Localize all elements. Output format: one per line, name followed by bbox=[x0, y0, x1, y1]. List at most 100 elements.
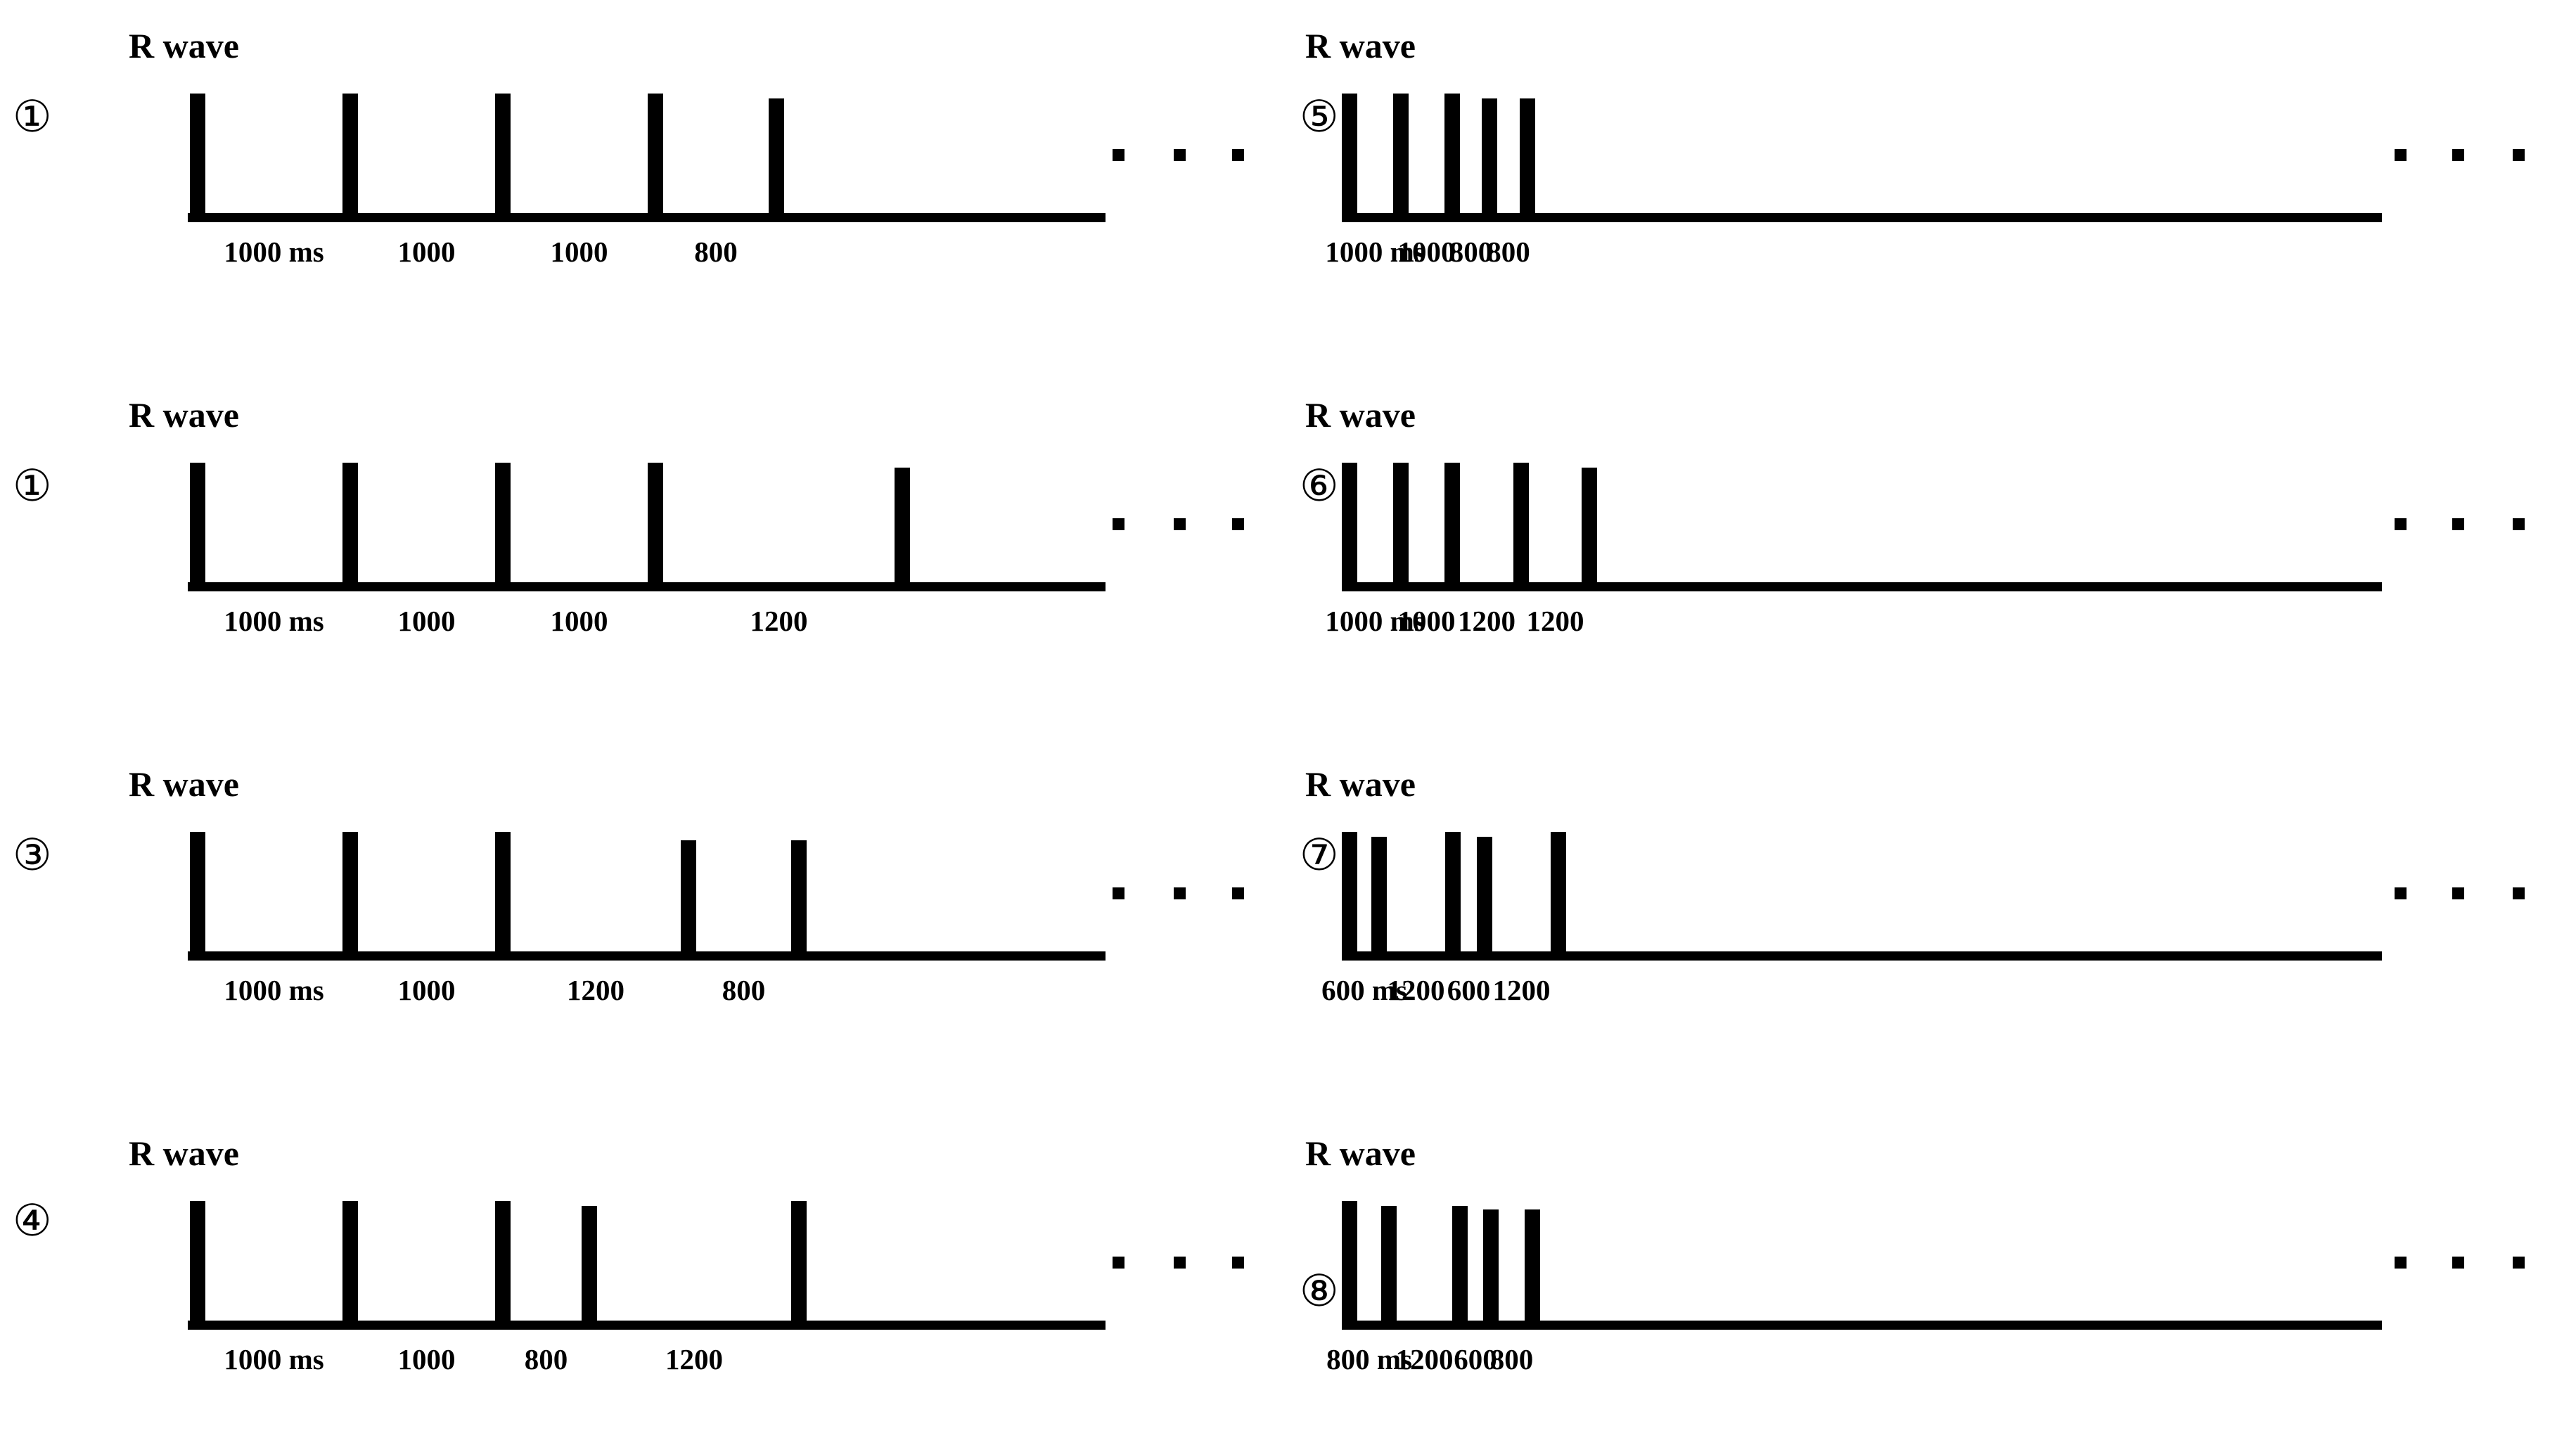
interval-label: 1200 bbox=[1395, 1343, 1454, 1375]
panel-index-marker: ⑧ bbox=[1300, 1265, 1339, 1316]
trace-baseline bbox=[188, 582, 1106, 591]
interval-label: 800 bbox=[1489, 1343, 1534, 1375]
panel-index-marker: ⑤ bbox=[1300, 91, 1339, 142]
interval-label: 1200 bbox=[750, 605, 808, 637]
ellipsis-dot bbox=[1232, 149, 1244, 161]
interval-label: 600 ms bbox=[1321, 974, 1407, 1006]
panel-index-marker: ⑥ bbox=[1300, 460, 1339, 511]
interval-label: 800 bbox=[722, 974, 766, 1006]
ellipsis-dot bbox=[2452, 149, 2464, 161]
interval-label: 1000 bbox=[1397, 236, 1456, 268]
r-wave-spike bbox=[1551, 832, 1566, 951]
ellipsis-dot bbox=[2452, 518, 2464, 530]
interval-label: 1200 bbox=[1387, 974, 1445, 1006]
trace-baseline bbox=[188, 1321, 1106, 1330]
ellipsis-dot bbox=[2395, 518, 2407, 530]
r-wave-spike bbox=[495, 1201, 511, 1321]
r-wave-spike bbox=[769, 98, 784, 213]
interval-label: 800 bbox=[1487, 236, 1530, 268]
interval-label: 600 bbox=[1447, 974, 1491, 1006]
interval-label: 1000 bbox=[397, 605, 456, 637]
r-wave-spike bbox=[190, 463, 205, 582]
trace-baseline bbox=[1342, 582, 2382, 591]
trace-baseline bbox=[188, 951, 1106, 961]
r-wave-spike bbox=[190, 832, 205, 951]
r-wave-spike bbox=[1371, 837, 1387, 951]
ellipsis-dot bbox=[2513, 518, 2525, 530]
r-wave-spike bbox=[190, 1201, 205, 1321]
interval-label: 1000 bbox=[1397, 605, 1456, 637]
interval-label: 800 bbox=[1449, 236, 1493, 268]
panel-index-marker: ① bbox=[13, 460, 52, 511]
interval-label: 800 ms bbox=[1326, 1343, 1412, 1375]
interval-label: 1000 ms bbox=[224, 1343, 324, 1375]
r-wave-spike bbox=[1393, 463, 1409, 582]
r-wave-spike bbox=[648, 94, 663, 213]
r-wave-spike bbox=[1342, 1201, 1357, 1321]
r-wave-caption: R wave bbox=[1305, 764, 1416, 804]
trace-baseline bbox=[1342, 1321, 2382, 1330]
interval-label: 800 bbox=[524, 1343, 568, 1375]
r-wave-spike bbox=[190, 94, 205, 213]
r-wave-spike bbox=[648, 463, 663, 582]
ellipsis-dot bbox=[1232, 518, 1244, 530]
interval-label: 1000 bbox=[397, 236, 456, 268]
r-wave-spike bbox=[1513, 463, 1529, 582]
interval-label: 1000 ms bbox=[224, 605, 324, 637]
interval-label: 1000 bbox=[550, 236, 608, 268]
r-wave-spike bbox=[1342, 94, 1357, 213]
panel-index-marker: ① bbox=[13, 91, 52, 142]
trace-baseline bbox=[1342, 951, 2382, 961]
r-wave-spike bbox=[1444, 94, 1460, 213]
interval-label: 1200 bbox=[1526, 605, 1584, 637]
panel-index-marker: ⑦ bbox=[1300, 829, 1339, 880]
r-wave-spike bbox=[1444, 463, 1460, 582]
interval-label: 1200 bbox=[567, 974, 624, 1006]
ellipsis-dot bbox=[1174, 887, 1186, 899]
ellipsis-dot bbox=[2452, 887, 2464, 899]
r-wave-spike bbox=[495, 832, 511, 951]
ellipsis-dot bbox=[2513, 887, 2525, 899]
r-wave-spike bbox=[1445, 832, 1461, 951]
panel-index-marker: ③ bbox=[13, 829, 52, 880]
r-wave-caption: R wave bbox=[1305, 395, 1416, 435]
r-wave-spike bbox=[1342, 463, 1357, 582]
r-wave-spike bbox=[1482, 98, 1497, 213]
r-wave-spike bbox=[1452, 1206, 1468, 1321]
panel-index-marker: ④ bbox=[13, 1195, 52, 1246]
r-wave-caption: R wave bbox=[1305, 1134, 1416, 1173]
interval-label: 1000 ms bbox=[224, 974, 324, 1006]
r-wave-caption: R wave bbox=[129, 395, 239, 435]
r-wave-spike bbox=[681, 840, 696, 951]
ellipsis-dot bbox=[1232, 887, 1244, 899]
r-wave-spike bbox=[1477, 837, 1492, 951]
r-wave-spike bbox=[1393, 94, 1409, 213]
interval-label: 1200 bbox=[1458, 605, 1516, 637]
interval-label: 1200 bbox=[1492, 974, 1551, 1006]
r-wave-spike bbox=[495, 463, 511, 582]
r-wave-spike bbox=[895, 468, 910, 582]
r-wave-spike bbox=[495, 94, 511, 213]
ellipsis-dot bbox=[2513, 1257, 2525, 1269]
ellipsis-dot bbox=[1113, 1257, 1124, 1269]
ellipsis-dot bbox=[2395, 149, 2407, 161]
ellipsis-dot bbox=[1174, 518, 1186, 530]
interval-label: 1000 ms bbox=[1325, 605, 1425, 637]
r-wave-spike bbox=[1582, 468, 1597, 582]
ellipsis-dot bbox=[1113, 149, 1124, 161]
